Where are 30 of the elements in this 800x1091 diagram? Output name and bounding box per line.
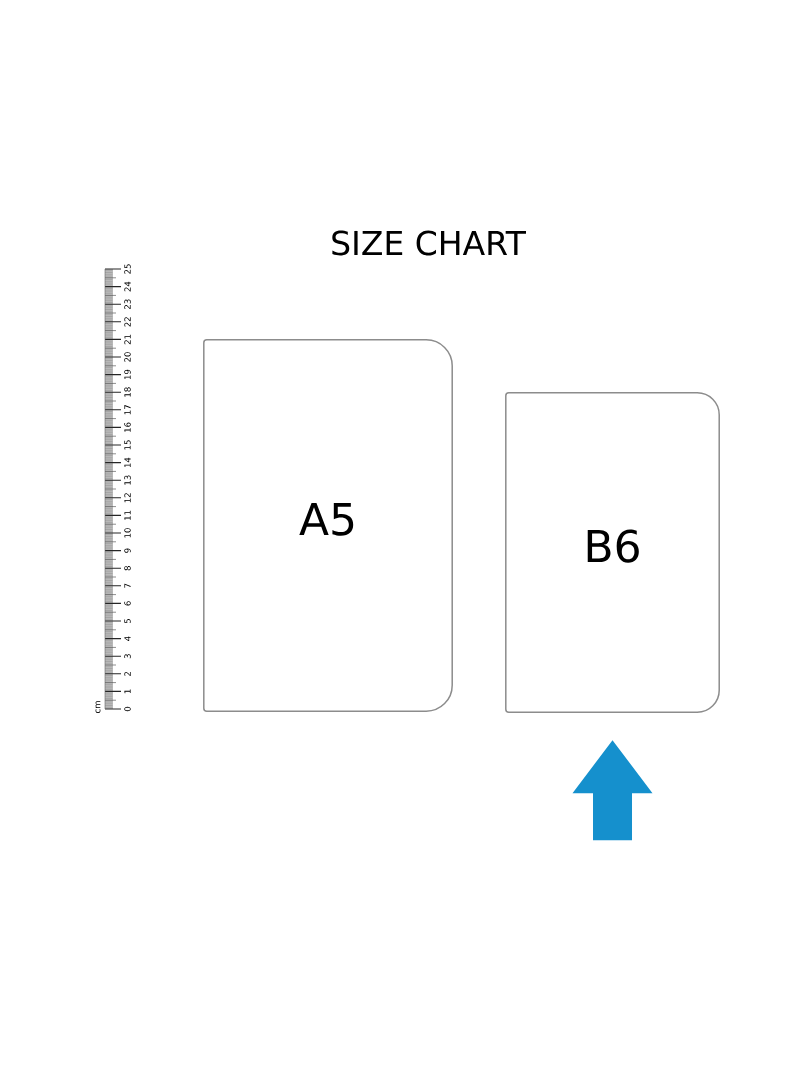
ruler-number: 14	[124, 457, 131, 468]
ruler-number: 16	[124, 422, 131, 432]
ruler-number: 25	[124, 264, 131, 274]
ruler-number: 18	[124, 387, 131, 397]
ruler-number: 21	[124, 334, 131, 345]
ruler-number: 24	[124, 281, 131, 292]
ruler-number: 19	[124, 369, 131, 380]
ruler-number: 10	[124, 528, 131, 538]
ruler-number: 22	[124, 317, 131, 327]
ruler-number: 9	[124, 548, 131, 553]
ruler-number: 8	[124, 566, 131, 571]
ruler-number: 17	[124, 405, 131, 415]
ruler-number: 23	[124, 299, 131, 309]
ruler-number: 7	[124, 583, 131, 588]
title: SIZE CHART	[332, 230, 526, 256]
ruler-number: 11	[124, 510, 131, 520]
ruler-number: 15	[124, 440, 131, 450]
ruler-number: 6	[124, 601, 131, 606]
ruler-number: 3	[124, 654, 131, 659]
ruler-number: 13	[124, 475, 131, 485]
notebook-outline: A5	[203, 339, 453, 712]
ruler-number: 0	[124, 706, 131, 712]
ruler-number: 2	[124, 671, 131, 676]
ruler-number: 12	[124, 493, 131, 503]
unit-label: cm	[95, 701, 101, 713]
ruler-number: 20	[124, 352, 131, 362]
notebook-outline: B6	[505, 392, 720, 713]
ruler-number: 4	[124, 636, 131, 641]
ruler-number: 1	[124, 689, 131, 694]
ruler-number: 5	[124, 619, 131, 624]
